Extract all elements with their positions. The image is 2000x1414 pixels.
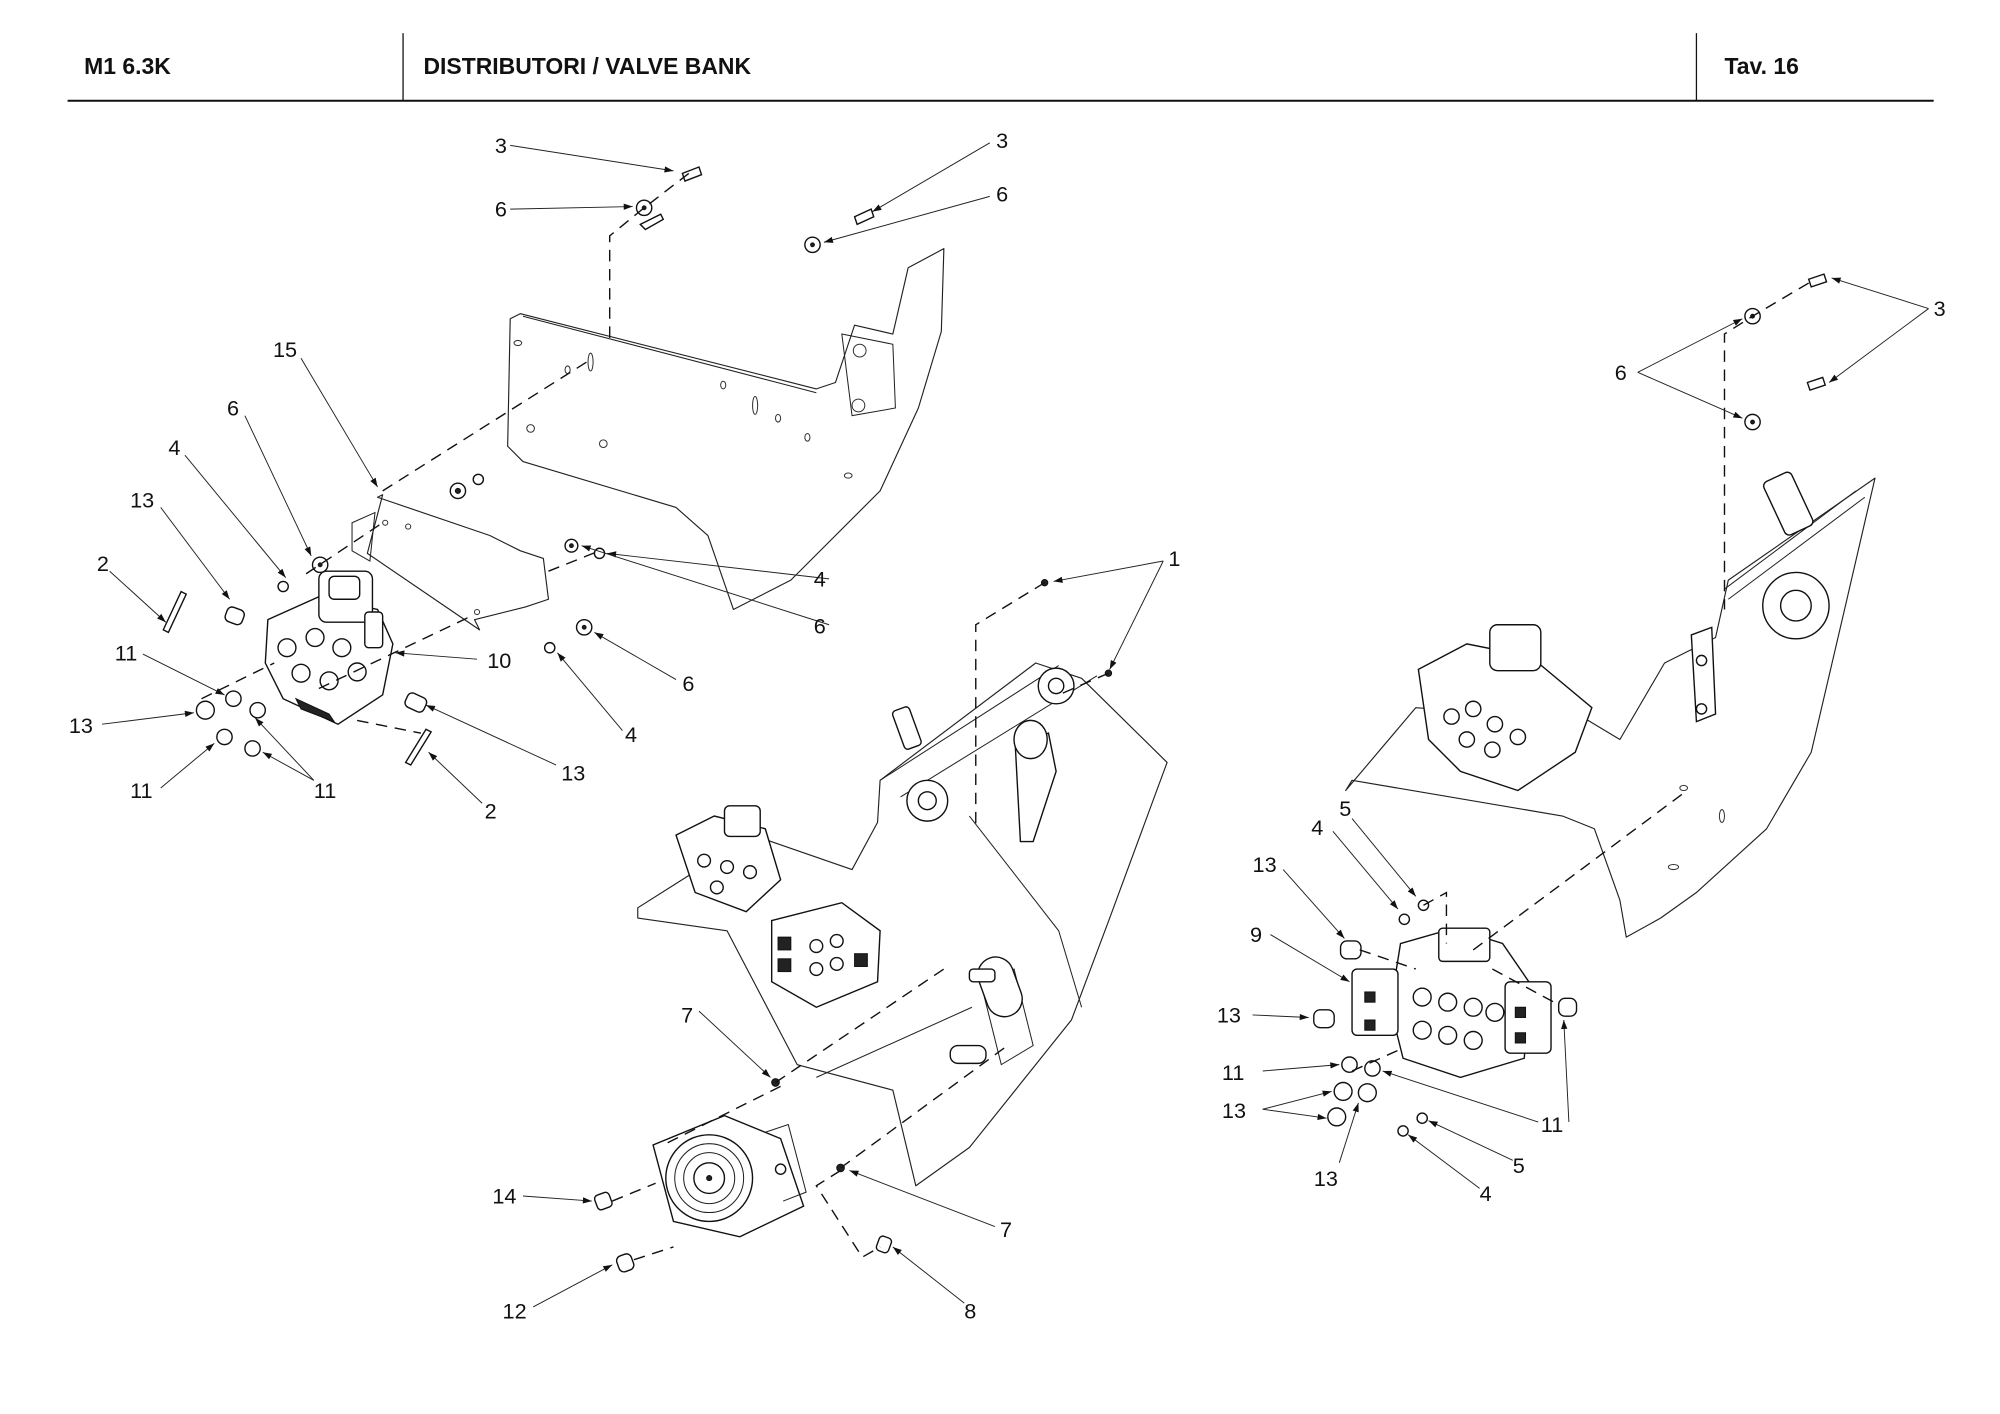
callout-3: 3 bbox=[1934, 296, 1946, 321]
right-chassis bbox=[1345, 471, 1876, 938]
callout-13: 13 bbox=[561, 760, 585, 785]
callout-13: 13 bbox=[69, 713, 93, 738]
callout-1: 1 bbox=[1168, 546, 1180, 571]
callout-7: 7 bbox=[681, 1003, 693, 1028]
right-valve-bank-9 bbox=[1351, 927, 1552, 1079]
center-chassis bbox=[637, 662, 1168, 1187]
valve-10 bbox=[264, 570, 394, 726]
fan-cooler bbox=[652, 1114, 807, 1238]
center-dash-lines bbox=[611, 582, 1109, 1261]
callout-labels-center: 1 7 7 8 14 12 bbox=[492, 546, 1180, 1323]
center-valve-small bbox=[675, 805, 782, 913]
callout-leaders bbox=[101, 142, 1929, 1308]
title-block: M1 6.3K DISTRIBUTORI / VALVE BANK Tav. 1… bbox=[67, 33, 1934, 102]
callout-4: 4 bbox=[814, 567, 826, 592]
page-title: DISTRIBUTORI / VALVE BANK bbox=[423, 53, 751, 79]
callout-11: 11 bbox=[130, 778, 152, 803]
callout-15: 15 bbox=[273, 337, 297, 362]
callout-6: 6 bbox=[1615, 360, 1627, 385]
callout-6: 6 bbox=[682, 671, 694, 696]
callout-11: 11 bbox=[1222, 1060, 1244, 1085]
callout-13: 13 bbox=[1222, 1098, 1246, 1123]
right-fittings bbox=[1313, 273, 1828, 1137]
callout-10: 10 bbox=[487, 648, 511, 673]
callout-6: 6 bbox=[227, 396, 239, 421]
table-number: Tav. 16 bbox=[1724, 53, 1798, 79]
callout-13: 13 bbox=[130, 487, 154, 512]
callout-6: 6 bbox=[996, 181, 1008, 206]
callout-labels-left: 15 6 4 13 2 11 13 11 11 10 13 2 4 6 6 4 bbox=[69, 337, 826, 824]
callout-4: 4 bbox=[625, 722, 637, 747]
callout-labels-right: 3 6 5 4 13 9 13 11 13 13 11 11 5 4 bbox=[1217, 296, 1946, 1206]
top-hardware bbox=[608, 166, 875, 342]
callout-11: 11 bbox=[314, 778, 336, 803]
callout-6: 6 bbox=[495, 197, 507, 222]
callout-13: 13 bbox=[1253, 852, 1277, 877]
callout-6: 6 bbox=[814, 614, 826, 639]
callout-11: 11 bbox=[115, 640, 137, 665]
callout-5: 5 bbox=[1513, 1153, 1525, 1178]
mounting-plate-left bbox=[507, 248, 945, 611]
callout-3: 3 bbox=[495, 133, 507, 158]
callout-4: 4 bbox=[1480, 1181, 1492, 1206]
callout-3: 3 bbox=[996, 128, 1008, 153]
callout-7: 7 bbox=[1000, 1217, 1012, 1242]
callout-14: 14 bbox=[492, 1184, 516, 1209]
right-top-valve bbox=[1417, 624, 1593, 792]
callout-labels-top: 3 6 3 6 bbox=[495, 128, 1008, 222]
callout-8: 8 bbox=[964, 1298, 976, 1323]
callout-11: 11 bbox=[1541, 1112, 1563, 1137]
callout-13: 13 bbox=[1217, 1003, 1241, 1028]
callout-2: 2 bbox=[485, 799, 497, 824]
bracket-15 bbox=[351, 494, 550, 631]
callout-9: 9 bbox=[1250, 922, 1262, 947]
callout-2: 2 bbox=[97, 551, 109, 576]
model-code: M1 6.3K bbox=[84, 53, 171, 79]
callout-12: 12 bbox=[503, 1298, 527, 1323]
callout-4: 4 bbox=[1311, 815, 1323, 840]
center-valve-bank bbox=[770, 901, 881, 1009]
callout-13: 13 bbox=[1314, 1166, 1338, 1191]
callout-5: 5 bbox=[1339, 796, 1351, 821]
callout-4: 4 bbox=[168, 435, 180, 460]
